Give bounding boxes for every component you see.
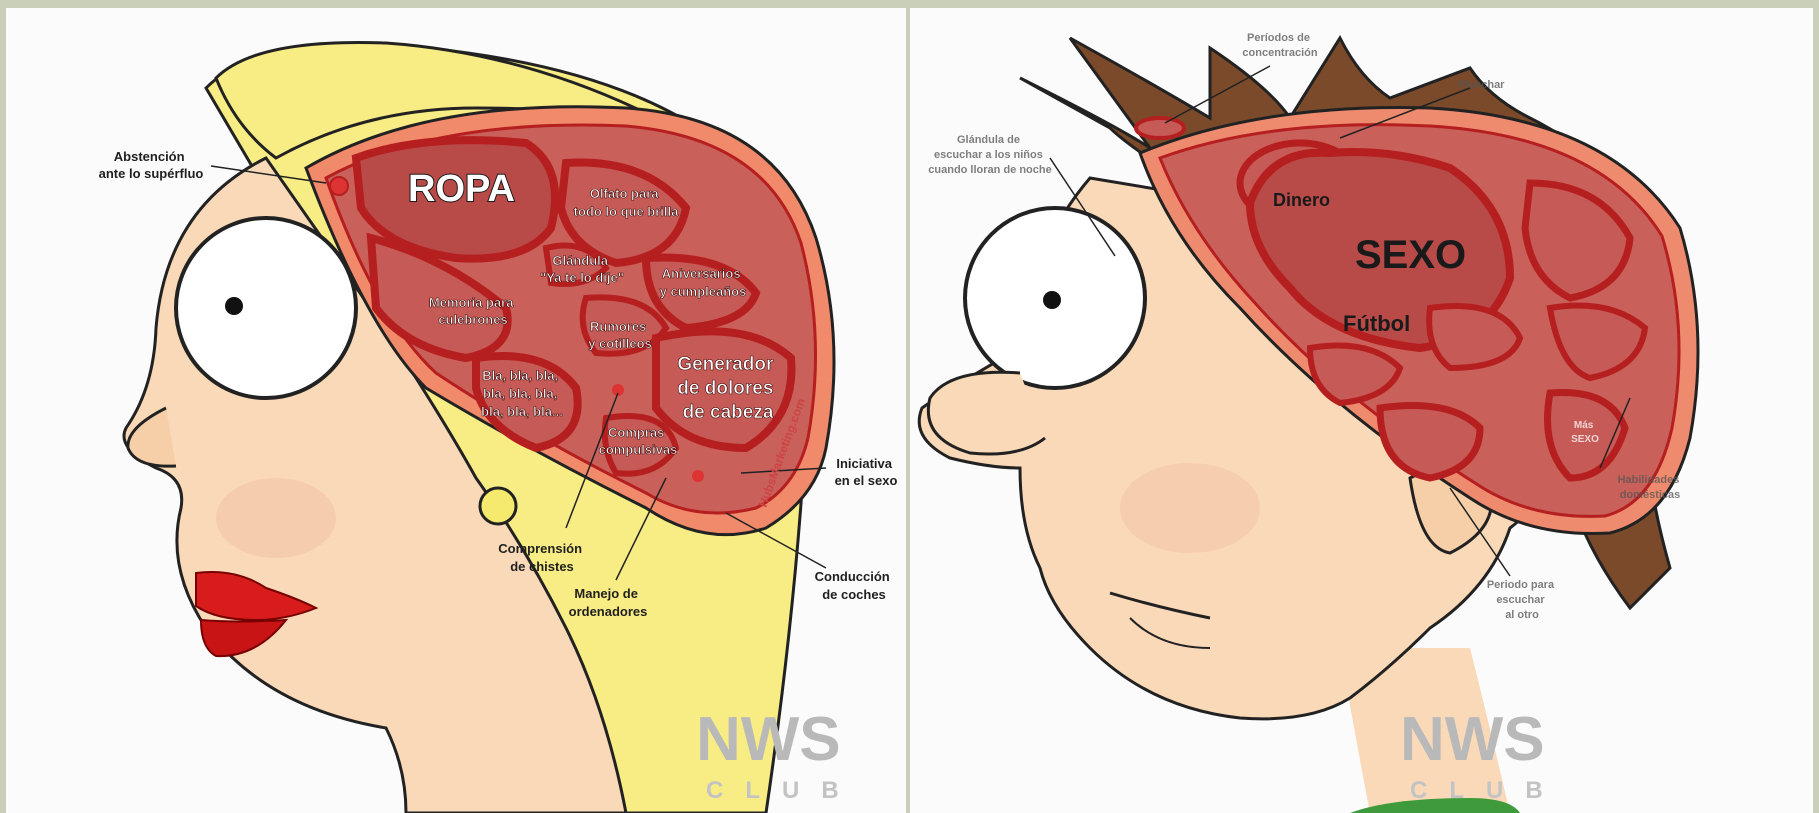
label-planchar: Planchar	[1458, 79, 1505, 91]
eye	[176, 218, 356, 398]
label-abstencion: Abstención ante lo supérfluo	[99, 149, 204, 181]
label-periodos: Períodos de concentración	[1242, 32, 1317, 59]
watermark-nws: NWS	[1400, 705, 1545, 774]
label-futbol: Fútbol	[1343, 311, 1410, 336]
man-brain-cartoon: Períodos de concentración Planchar Glánd…	[910, 8, 1813, 813]
pupil	[1043, 291, 1061, 309]
label-ropa: ROPA	[408, 168, 515, 210]
pupil	[225, 297, 243, 315]
label-generador: Generador de dolores de cabeza	[677, 354, 778, 423]
label-glandula: Glándula de escuchar a los niños cuando …	[928, 134, 1051, 176]
label-conduccion: Conducción de coches	[815, 569, 894, 602]
region-iniciativa	[692, 470, 704, 482]
label-bla: Bla, bla, bla, bla, bla, bla, bla, bla, …	[481, 368, 563, 419]
woman-brain-cartoon: HubsMarketing.com Abstención ante lo sup…	[6, 8, 906, 813]
watermark-nws: NWS	[696, 705, 841, 774]
watermark-club: CLUB	[1410, 777, 1565, 804]
label-sexo: SEXO	[1355, 233, 1466, 277]
label-iniciativa: Iniciativa en el sexo	[835, 456, 898, 488]
earring	[480, 488, 516, 524]
region-concentracion	[1136, 118, 1184, 138]
man-illustration: Períodos de concentración Planchar Glánd…	[910, 8, 1813, 813]
cheek	[216, 478, 336, 558]
watermark-club: CLUB	[706, 777, 861, 804]
label-periodo-escuchar: Periodo para escuchar al otro	[1487, 579, 1557, 621]
woman-illustration: HubsMarketing.com Abstención ante lo sup…	[6, 8, 906, 813]
region-abstencion	[330, 177, 348, 195]
cheek	[1120, 463, 1260, 553]
label-dinero: Dinero	[1273, 190, 1330, 210]
